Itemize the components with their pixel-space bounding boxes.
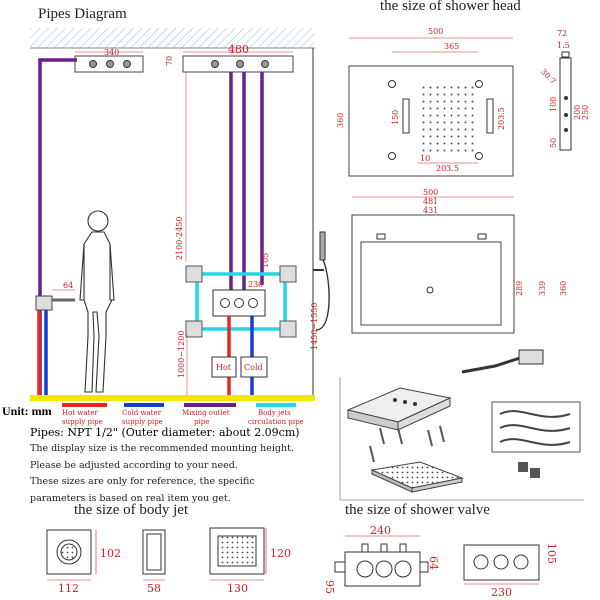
dim-105: 105 [261,253,270,268]
left-valve [35,295,53,311]
dim-valve-64: 64 [427,556,440,570]
pipes-diagram: 340 480 70 230 105 Hot Cold [30,28,330,401]
dim-203-5-h: 203.5 [436,164,459,173]
human-figure [79,210,115,393]
hand-shower-hose [315,257,330,331]
unit-label: Unit: mm [2,404,52,418]
body-jet-loop [195,272,287,331]
shower-valve-diagram: 240 95 64 105 230 [323,524,558,599]
frame-inner [360,241,502,326]
legend-mix-l2: pipe [194,418,209,426]
mix-pipe-left [38,58,77,395]
legend-hot-l2: supply pipe [62,418,103,426]
dim-230: 230 [248,280,263,289]
dim-72: 72 [557,29,567,38]
body-jet-box [279,320,297,338]
shower-head-top-view: 500 365 360 150 203.5 10 203.5 [336,27,514,177]
dim-frame-289: 289 [515,281,524,296]
hot-label-box [211,356,237,378]
dim-480: 480 [228,43,249,56]
cold-label-box [240,356,268,378]
dim-500: 500 [428,27,443,36]
side-slot-right [486,98,494,134]
legend-cold-l1: Cold water [122,409,162,417]
dim-30-7: 30.7 [539,67,558,86]
dim-1450-1550: 1450~1550 [310,303,319,350]
dim-250: 250 [581,105,590,120]
dim-frame-500: 500 [423,188,438,197]
note-line: These sizes are only for reference, the … [30,476,255,487]
hot-label: Hot [216,363,232,372]
dim-bj-112: 112 [58,582,79,595]
body-jet-diagram: 102 112 58 120 130 [46,527,291,595]
dim-64: 64 [63,281,73,290]
dim-203-5-v: 203.5 [497,107,506,130]
body-jet-box [185,265,203,283]
dim-2100-2450: 2100-2450 [175,217,184,260]
dim-valve-95: 95 [323,580,336,594]
legend-hot-swatch [62,403,107,407]
side-slot-left [402,98,410,134]
dim-365: 365 [444,42,459,51]
body-jet-box [279,265,297,283]
legend-hot-l1: Hot water [62,409,98,417]
notes-block: The display size is the recommended moun… [30,441,350,507]
dim-340: 340 [104,48,119,57]
legend-jets-l1: Body jets [258,409,291,417]
pipe-legend: Hot water supply pipe Cold water supply … [62,403,304,426]
legend-jets-swatch [256,403,296,407]
dim-bj-120: 120 [270,547,291,560]
dim-70: 70 [165,56,174,66]
legend-cold-swatch [124,403,164,407]
dim-frame-360: 360 [559,281,568,296]
dim-1-5: 1.5 [557,41,570,50]
pipe-note: Pipes: NPT 1/2" (Outer diameter: about 2… [30,426,300,439]
recess-frame: 500 481 431 339 289 339 360 [351,188,568,334]
ceiling [30,28,315,48]
dim-50: 50 [549,138,558,148]
dim-valve-230: 230 [491,586,512,599]
dim-10: 10 [420,154,430,163]
note-line: Please be adjusted according to your nee… [30,459,238,471]
dim-valve-105: 105 [545,543,558,564]
body-jet-box [185,320,203,338]
dim-bj-102: 102 [100,547,121,560]
cold-label: Cold [244,363,263,372]
dim-frame-339v: 339 [538,281,547,296]
dim-frame-431: 431 [423,206,438,215]
hand-shower-3d [461,356,521,374]
dim-100: 100 [549,97,558,112]
pipes-diagram-title: Pipes Diagram [38,6,127,22]
note-line: parameters is based on real item you get… [30,492,231,504]
legend-jets-l2: circulation pipe [248,418,304,426]
body-jet-size-title: the size of body jet [74,502,189,518]
dim-1000-1200: 1000~1200 [177,331,186,378]
legend-mix-l1: Mixing outlet [182,409,230,417]
legend-cold-l2: supply pipe [122,418,163,426]
shower-head-side-view: 72 1.5 30.7 100 200 250 50 [539,29,590,151]
dim-360: 360 [336,113,345,128]
legend-mix-swatch [184,403,236,407]
shower-valve-size-title: the size of shower valve [345,502,490,518]
note-line: The display size is the recommended moun… [30,443,294,454]
floor [30,395,315,401]
nozzle-grid [418,85,478,155]
dim-valve-240: 240 [370,524,391,537]
shower-head-size-title: the size of shower head [380,0,521,14]
dim-frame-481: 481 [423,197,438,206]
hand-shower [319,231,326,261]
accessories [339,349,584,501]
dim-150: 150 [391,110,400,125]
dim-200: 200 [573,105,582,120]
dim-bj-130: 130 [227,582,248,595]
dim-bj-58: 58 [147,582,161,595]
